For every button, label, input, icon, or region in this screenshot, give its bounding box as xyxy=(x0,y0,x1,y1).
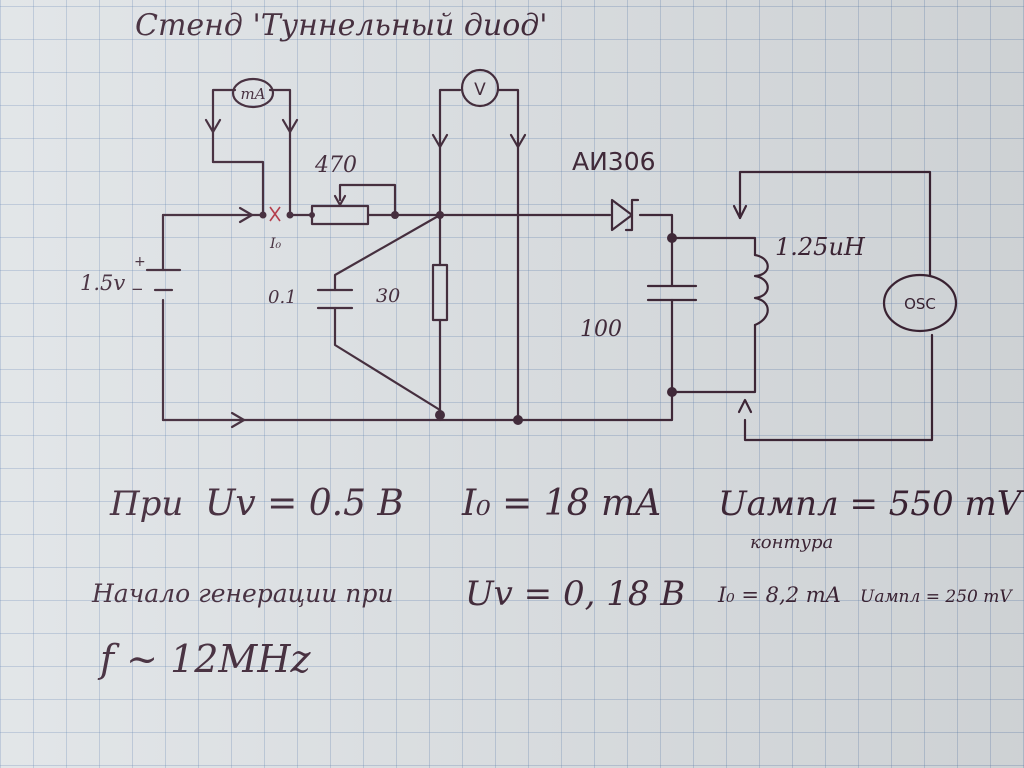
svg-text:При: При xyxy=(109,484,183,524)
notes-line1: При Uv = 0.5 B I₀ = 18 mA Uампл = 550 mV… xyxy=(109,483,1024,553)
svg-text:контура: контура xyxy=(750,532,833,553)
svg-text:470: 470 xyxy=(314,153,357,178)
svg-text:+: + xyxy=(134,254,146,270)
capacitor-tank: 100 xyxy=(580,284,698,342)
svg-text:mA: mA xyxy=(240,85,265,103)
potentiometer: 470 xyxy=(310,153,397,226)
svg-text:100: 100 xyxy=(580,317,622,342)
svg-text:−: − xyxy=(131,280,144,298)
svg-text:Uампл = 250 mV: Uампл = 250 mV xyxy=(860,587,1013,607)
current-marker: I₀ xyxy=(269,206,282,252)
svg-text:V: V xyxy=(474,80,486,100)
svg-text:Uампл = 550 mV: Uампл = 550 mV xyxy=(718,484,1024,524)
oscilloscope: OSC xyxy=(882,273,958,333)
svg-text:I₀: I₀ xyxy=(269,236,282,252)
notes-line3: f ~ 12MHz xyxy=(97,637,311,681)
svg-text:Uv = 0.5 B: Uv = 0.5 B xyxy=(205,483,404,524)
svg-text:I₀ = 18 mA: I₀ = 18 mA xyxy=(461,483,661,524)
svg-text:30: 30 xyxy=(376,285,400,307)
voltmeter: V xyxy=(460,68,500,108)
svg-text:OSC: OSC xyxy=(904,295,936,313)
svg-text:0.1: 0.1 xyxy=(268,287,297,308)
inductor: 1.25uH xyxy=(753,233,866,327)
battery: 1.5v + − xyxy=(80,254,182,298)
title: Стенд 'Туннельный диод' xyxy=(135,8,548,43)
milliammeter: mA xyxy=(231,77,275,109)
tunnel-diode: АИ306 xyxy=(572,147,656,232)
svg-text:1.25uH: 1.25uH xyxy=(775,233,866,261)
resistor-30: 30 xyxy=(376,263,449,322)
wires xyxy=(161,88,934,442)
svg-text:АИ306: АИ306 xyxy=(572,147,656,176)
svg-text:Начало генерации при: Начало генерации при xyxy=(91,579,393,608)
notes-line2: Начало генерации при Uv = 0, 18 B I₀ = 8… xyxy=(91,574,1013,614)
svg-text:I₀ = 8,2 mA: I₀ = 8,2 mA xyxy=(717,583,841,607)
svg-text:Uv = 0, 18 B: Uv = 0, 18 B xyxy=(465,574,685,614)
svg-text:f ~ 12MHz: f ~ 12MHz xyxy=(97,637,311,681)
capacitor-bypass: 0.1 xyxy=(268,287,354,310)
svg-text:1.5v: 1.5v xyxy=(80,271,125,295)
